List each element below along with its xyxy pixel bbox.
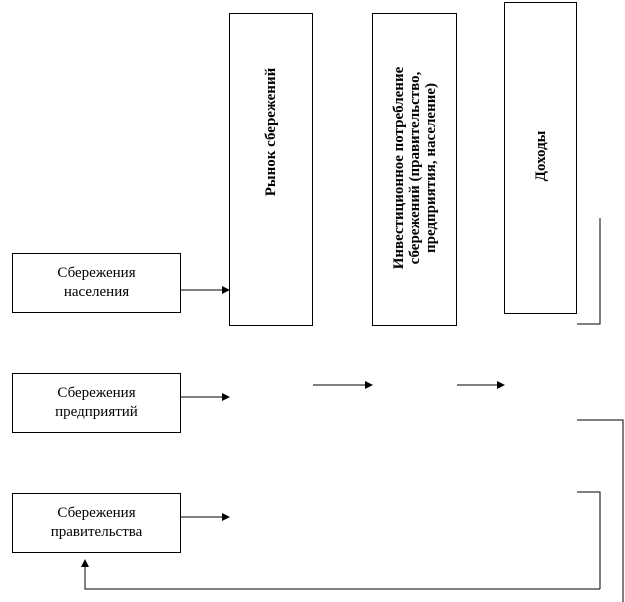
feedback-loop-line: [577, 419, 624, 602]
government-savings-box: Сбережения правительства: [12, 493, 181, 553]
population-savings-box: Сбережения населения: [12, 253, 181, 313]
income-bracket-line: [577, 218, 601, 325]
population-savings-label: Сбережения населения: [57, 265, 136, 300]
savings-market-label: Рынок сбережений: [263, 67, 279, 196]
government-savings-label: Сбережения правительства: [50, 505, 143, 540]
enterprise-savings-box: Сбережения предприятий: [12, 373, 181, 433]
enterprise-savings-label: Сбережения предприятий: [55, 385, 138, 420]
income-box: Доходы: [504, 2, 577, 314]
feedback-arrow-to-government: [81, 559, 600, 590]
income-label: Доходы: [532, 130, 549, 182]
investment-consumption-label: Инвестиционное потребление сбережений (п…: [390, 66, 439, 269]
income-lower-bracket-line: [577, 491, 601, 589]
savings-market-box: Рынок сбережений: [229, 13, 313, 326]
investment-consumption-box: Инвестиционное потребление сбережений (п…: [372, 13, 457, 326]
